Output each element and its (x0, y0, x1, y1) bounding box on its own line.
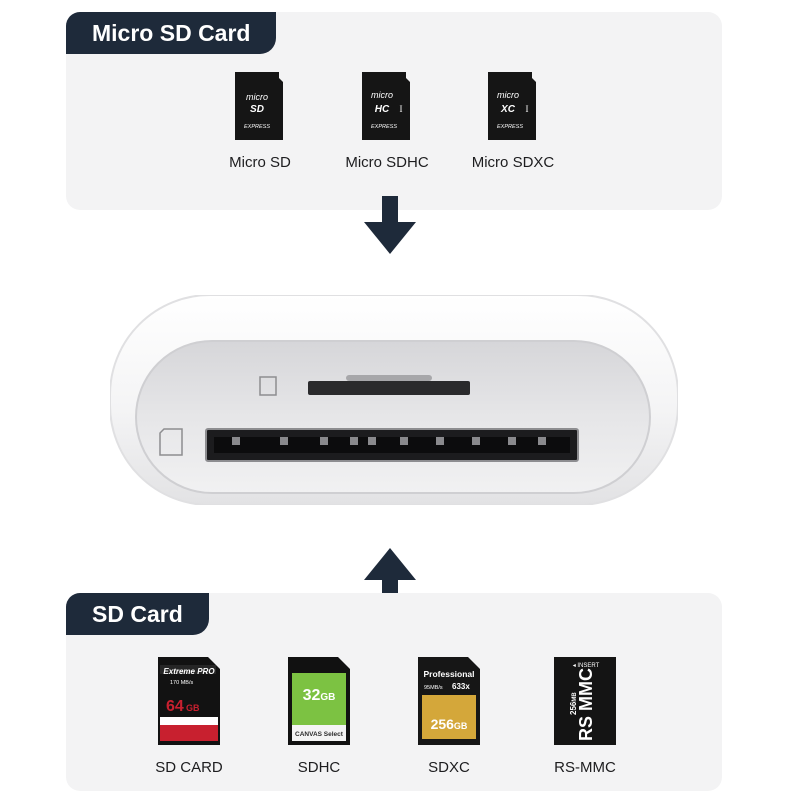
sd-slot-icon (159, 428, 183, 456)
brand-text: Extreme PRO (163, 667, 215, 676)
rs-mmc-logo-text: RS MMC (576, 668, 596, 741)
micro-sd-panel: Micro SD Card micro SD EXPRESS Micro SD … (66, 12, 722, 210)
express-text: EXPRESS (497, 124, 523, 130)
product-text: CANVAS Select (295, 731, 344, 738)
sdxc-card: Professional 95MB/s 633x 256GB SDXC (416, 655, 482, 776)
speed-text: 95MB/s (424, 685, 443, 691)
micro-logo-text: micro (371, 90, 393, 100)
capacity-text: 64 (166, 698, 184, 715)
sd-card-title: SD Card (66, 593, 209, 635)
rs-mmc-label: RS-MMC (554, 759, 616, 776)
uhs-badge: I (526, 104, 529, 114)
micro-sd-slot[interactable] (308, 381, 470, 395)
micro-logo-text: micro (497, 90, 519, 100)
uhs-badge: I (400, 104, 403, 114)
sd-card-label: SD CARD (155, 759, 223, 776)
micro-logo-text: micro (246, 92, 268, 102)
sdhc-card-graphic: 32GB CANVAS Select (288, 657, 350, 745)
sdxc-label: SDXC (428, 759, 470, 776)
sdxc-card-graphic: Professional 95MB/s 633x 256GB (418, 657, 480, 745)
micro-sdhc-card-graphic: micro HC I EXPRESS (362, 72, 410, 140)
express-text: EXPRESS (371, 124, 397, 130)
sdhc-card: 32GB CANVAS Select SDHC (286, 655, 352, 776)
capacity-text: 256GB (431, 716, 468, 732)
rs-mmc-card: ◂ INSERT RS MMC 256MB RS-MMC (552, 655, 618, 776)
micro-sdhc-card: micro HC I EXPRESS Micro SDHC (345, 70, 429, 171)
sd-card-panel: SD Card Extreme PRO 170 MB/s 64 GB SD CA… (66, 593, 722, 791)
card-reader (110, 295, 678, 505)
sd-card-extreme-pro: Extreme PRO 170 MB/s 64 GB SD CARD (155, 655, 223, 776)
down-arrow-icon (364, 196, 416, 254)
micro-sdxc-card-graphic: micro XC I EXPRESS (488, 72, 536, 140)
sdhc-label: SDHC (297, 759, 341, 776)
capacity-text: 256MB (569, 692, 578, 715)
sd-card-graphic: Extreme PRO 170 MB/s 64 GB (158, 657, 220, 745)
micro-sdhc-label: Micro SDHC (345, 154, 429, 171)
micro-sd-slot-icon (259, 376, 277, 396)
sd-logo-mark: SD (250, 104, 264, 115)
sdhc-logo-mark: HC (375, 104, 390, 115)
micro-sdxc-label: Micro SDXC (471, 154, 555, 171)
brand-text: Professional (423, 669, 474, 679)
micro-sd-title: Micro SD Card (66, 12, 277, 54)
sdxc-logo-mark: XC (500, 104, 516, 115)
capacity-text: 32GB (303, 687, 336, 704)
rating-text: 633x (452, 682, 470, 691)
capacity-unit: GB (186, 703, 200, 713)
micro-sd-card: micro SD EXPRESS Micro SD (229, 70, 291, 171)
micro-sd-label: Micro SD (229, 154, 291, 171)
insert-text: ◂ INSERT (573, 663, 600, 669)
rs-mmc-card-graphic: ◂ INSERT RS MMC 256MB (554, 657, 616, 745)
micro-sdxc-card: micro XC I EXPRESS Micro SDXC (472, 70, 554, 171)
micro-sd-card-graphic: micro SD EXPRESS (235, 72, 283, 140)
express-text: EXPRESS (244, 124, 270, 130)
speed-text: 170 MB/s (170, 680, 193, 686)
